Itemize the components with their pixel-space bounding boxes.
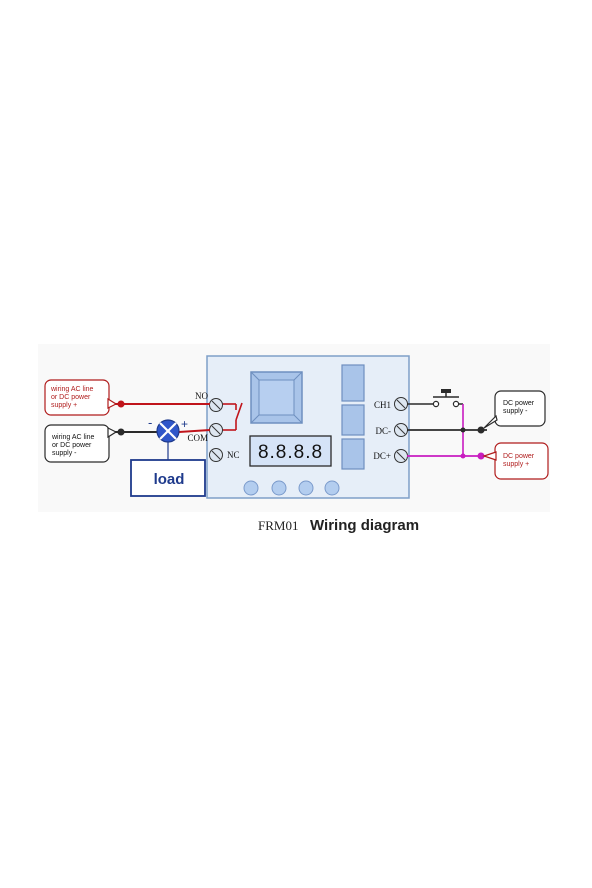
load-minus-sign: - — [148, 415, 152, 430]
component-block-2 — [341, 404, 365, 436]
callout-ac-negative-line: supply - — [52, 450, 77, 457]
relay-bevel — [293, 371, 303, 381]
terminal-dc-plus — [394, 449, 408, 463]
module-button-1 — [243, 480, 259, 496]
relay-bevel — [250, 414, 260, 424]
callout-ac-negative-pointer — [107, 427, 118, 439]
module-button-3 — [298, 480, 314, 496]
callout-ac-positive-pointer — [107, 397, 118, 409]
callout-ac-negative — [44, 424, 110, 463]
terminal-no — [209, 398, 223, 412]
component-block-3 — [341, 438, 365, 470]
junction-dot-dc-plus — [460, 453, 466, 459]
label-dc-plus: DC+ — [373, 451, 391, 461]
load-plus-sign: + — [181, 417, 188, 431]
label-nc: NC — [227, 450, 240, 460]
callout-dc-negative-line: DC power — [503, 400, 535, 407]
callout-dc-positive — [494, 442, 549, 480]
callout-dc-positive-line: supply + — [503, 461, 529, 468]
label-com: COM — [187, 433, 208, 443]
module-button-4 — [324, 480, 340, 496]
load-lamp-icon — [156, 419, 180, 443]
terminal-dc-minus — [394, 423, 408, 437]
caption-model: FRM01 — [258, 518, 298, 533]
terminal-ch1 — [394, 397, 408, 411]
junction-dot-dc-minus-end — [477, 426, 485, 434]
terminal-nc — [209, 448, 223, 462]
callout-ac-positive-line: or DC power — [51, 394, 91, 401]
callout-ac-negative-text: wiring AC line or DC power supply - — [51, 434, 96, 457]
module-button-2 — [271, 480, 287, 496]
caption-title: Wiring diagram — [310, 517, 419, 534]
callout-ac-positive-line: wiring AC line — [50, 386, 94, 393]
junction-dot-dc-minus — [460, 427, 466, 433]
callout-ac-negative-line: wiring AC line — [51, 434, 95, 441]
display-digits: 8.8.8.8 — [258, 442, 323, 463]
digital-display — [249, 435, 332, 467]
callout-dc-negative-line: supply - — [503, 408, 528, 415]
callout-dc-positive-line: DC power — [503, 453, 535, 460]
callout-ac-positive-text: wiring AC line or DC power supply + — [50, 386, 95, 409]
junction-dot-negative — [117, 428, 125, 436]
callout-dc-negative-pointer — [483, 414, 498, 429]
relay-bevel — [250, 371, 260, 381]
callout-ac-positive-line: supply + — [51, 402, 77, 409]
component-block-1 — [341, 364, 365, 402]
junction-dot-positive — [117, 400, 125, 408]
push-button-switch-icon — [432, 389, 460, 408]
callout-dc-negative — [494, 390, 546, 427]
relay-bevel — [293, 414, 303, 424]
label-dc-minus: DC- — [376, 426, 392, 436]
load-label: load — [154, 471, 185, 488]
module-board — [206, 355, 410, 499]
callout-ac-positive — [44, 379, 110, 416]
junction-dot-dc-plus-end — [477, 452, 485, 460]
callout-dc-negative-text: DC power supply - — [503, 400, 536, 415]
label-ch1: CH1 — [374, 400, 391, 410]
callout-dc-positive-text: DC power supply + — [503, 453, 536, 468]
callout-dc-positive-pointer — [482, 451, 497, 461]
callout-ac-negative-line: or DC power — [52, 442, 92, 449]
load-box — [130, 459, 206, 497]
label-no: NO — [195, 391, 208, 401]
relay-contact-arm — [235, 402, 243, 421]
wire-lamp-to-com — [178, 429, 211, 433]
relay-top — [258, 379, 295, 416]
terminal-com — [209, 423, 223, 437]
